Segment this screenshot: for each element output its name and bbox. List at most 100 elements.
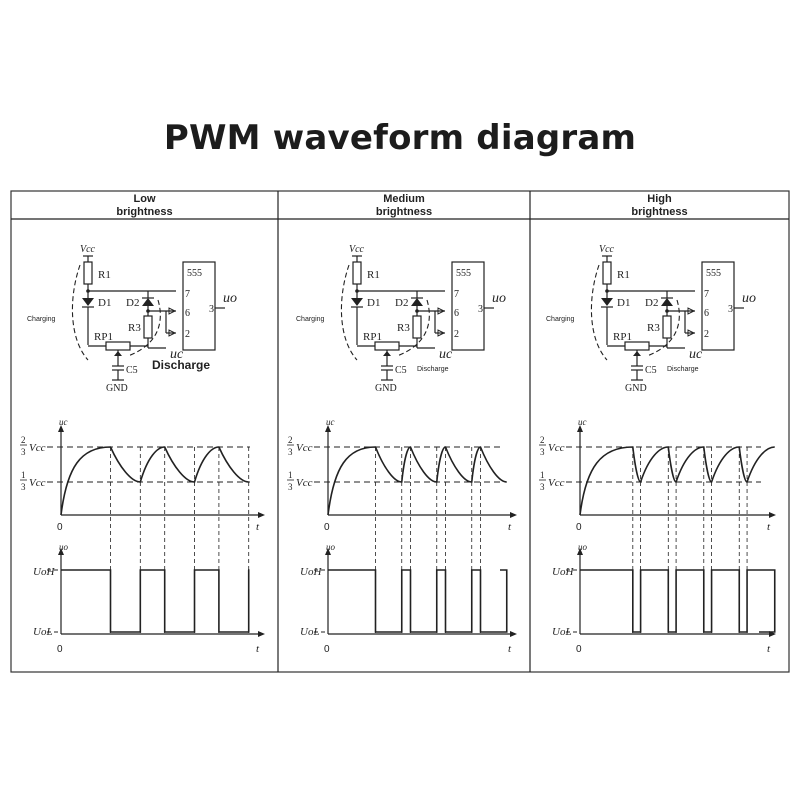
- uo-label: uo: [492, 291, 506, 306]
- uoh-label: UoH: [33, 566, 55, 578]
- discharge-label: Discharge: [667, 366, 699, 373]
- charging-path: [590, 264, 608, 361]
- r3-label: R3: [128, 322, 141, 334]
- uo-x-arrow: [258, 631, 265, 637]
- rp1-label: RP1: [94, 331, 113, 343]
- pin6-arrow: [437, 307, 446, 315]
- page-title: PWM waveform diagram: [163, 118, 637, 158]
- uc-label: uc: [170, 347, 184, 362]
- rp1-wiper: [633, 351, 641, 356]
- uo-axis-label: uo: [326, 542, 336, 552]
- r1-resistor: [83, 261, 93, 285]
- charging-label: Charging: [296, 316, 325, 323]
- charging-label: Charging: [27, 316, 56, 323]
- vcc-label: Vcc: [599, 244, 615, 255]
- uo-y-arrow: [325, 548, 331, 555]
- vcc-label: Vcc: [80, 244, 96, 255]
- r1-resistor: [352, 261, 362, 285]
- pin2-arrow: [687, 329, 696, 337]
- frac-den: 3: [540, 447, 545, 457]
- uc-y-arrow: [325, 425, 331, 432]
- charging-path: [71, 264, 89, 361]
- r3-label: R3: [647, 322, 660, 334]
- uc-axis-label: uc: [59, 417, 68, 427]
- r3-resistor: [412, 315, 422, 339]
- uc-axis-label: uc: [578, 417, 587, 427]
- uc-waveform: [579, 446, 775, 516]
- vcc-1-3-label: Vcc: [29, 477, 46, 489]
- d1-diode: [82, 298, 94, 306]
- frac-den: 3: [288, 447, 293, 457]
- discharge-label: Discharge: [152, 358, 210, 372]
- d2-diode: [411, 298, 423, 306]
- pin6-label: 6: [454, 308, 459, 319]
- pin2-arrow: [168, 329, 177, 337]
- c5-label: C5: [126, 365, 138, 376]
- uo-label: uo: [223, 291, 237, 306]
- frac-num: 1: [540, 470, 545, 480]
- panel-header-line2: brightness: [116, 206, 172, 218]
- uol-label: UoL: [552, 626, 572, 638]
- vcc-label: Vcc: [349, 244, 365, 255]
- uc-t-label: t: [508, 521, 512, 533]
- r3-label: R3: [397, 322, 410, 334]
- uc-x-arrow: [258, 512, 265, 518]
- pin6-arrow: [168, 307, 177, 315]
- frac-num: 2: [21, 435, 26, 445]
- uol-label: UoL: [300, 626, 320, 638]
- panel-header-line2: brightness: [631, 206, 687, 218]
- r1-label: R1: [617, 269, 630, 281]
- uo-t-label: t: [508, 643, 512, 655]
- frac-den: 3: [540, 482, 545, 492]
- uc-x-arrow: [510, 512, 517, 518]
- uo-y-arrow: [58, 548, 64, 555]
- panel-header-line1: Medium: [383, 193, 425, 205]
- frac-num: 1: [288, 470, 293, 480]
- chip-555: [701, 261, 735, 351]
- frac-num: 1: [21, 470, 26, 480]
- uo-axis-label: uo: [59, 542, 69, 552]
- uc-y-arrow: [58, 425, 64, 432]
- vcc-2-3-label: Vcc: [29, 442, 46, 454]
- vcc-1-3-label: Vcc: [296, 477, 313, 489]
- r3-resistor: [662, 315, 672, 339]
- pin3-label: 3: [728, 304, 733, 315]
- pin7-label: 7: [704, 289, 709, 300]
- origin-label: 0: [324, 644, 330, 655]
- c5-label: C5: [645, 365, 657, 376]
- pin7-label: 7: [185, 289, 190, 300]
- pin2-label: 2: [454, 329, 459, 340]
- d1-diode: [351, 298, 363, 306]
- junction-dot: [665, 309, 669, 313]
- origin-label: 0: [576, 644, 582, 655]
- origin-label: 0: [57, 522, 63, 533]
- c5-label: C5: [395, 365, 407, 376]
- chip-555: [182, 261, 216, 351]
- junction-dot: [415, 309, 419, 313]
- uc-waveform: [327, 446, 507, 516]
- uc-axis-label: uc: [326, 417, 335, 427]
- uol-label: UoL: [33, 626, 53, 638]
- gnd-label: GND: [106, 383, 128, 394]
- rp1-resistor: [624, 341, 650, 351]
- origin-label: 0: [57, 644, 63, 655]
- gnd-label: GND: [375, 383, 397, 394]
- uc-y-arrow: [577, 425, 583, 432]
- frac-num: 2: [540, 435, 545, 445]
- d1-diode: [601, 298, 613, 306]
- uo-axis-label: uo: [578, 542, 588, 552]
- rp1-label: RP1: [613, 331, 632, 343]
- uc-label: uc: [689, 347, 703, 362]
- charging-label: Charging: [546, 316, 575, 323]
- uc-waveform: [60, 446, 249, 516]
- uo-square-wave: [328, 569, 508, 633]
